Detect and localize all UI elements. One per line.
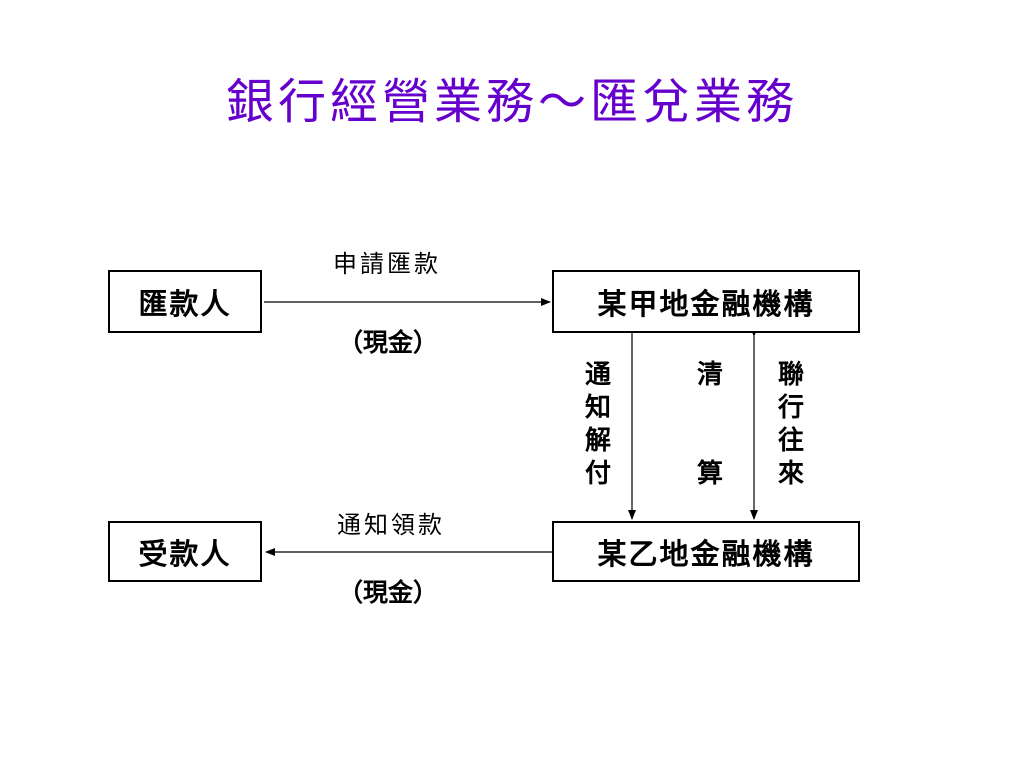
label-apply-cash: （現金） (338, 328, 439, 357)
label-clearing: 清 算 (695, 359, 725, 499)
label-interbank-char: 聯 (777, 360, 804, 390)
node-remitter: 匯款人 (108, 270, 262, 333)
label-collect-cash: （現金） (338, 578, 439, 607)
slide-title: 銀行經營業務～匯兌業務 (225, 74, 798, 130)
label-clearing-char: 清 (696, 360, 723, 390)
label-notify-pay: 通 知 解 付 (583, 359, 613, 491)
node-bank-a: 某甲地金融機構 (552, 270, 860, 333)
node-bank-b: 某乙地金融機構 (552, 521, 860, 582)
label-clearing-char: 算 (696, 459, 723, 489)
label-notify-pay-char: 通 (584, 360, 611, 390)
label-interbank: 聯 行 往 來 (776, 359, 806, 491)
label-interbank-char: 往 (777, 426, 804, 456)
label-notify-pay-char: 付 (584, 459, 611, 489)
label-apply-remit: 申請匯款 (333, 250, 441, 278)
label-notify-collect: 通知領款 (337, 511, 445, 539)
label-notify-pay-char: 知 (584, 393, 611, 423)
node-payee: 受款人 (108, 521, 262, 582)
label-interbank-char: 來 (777, 459, 804, 489)
label-interbank-char: 行 (777, 393, 804, 423)
label-notify-pay-char: 解 (584, 426, 611, 456)
